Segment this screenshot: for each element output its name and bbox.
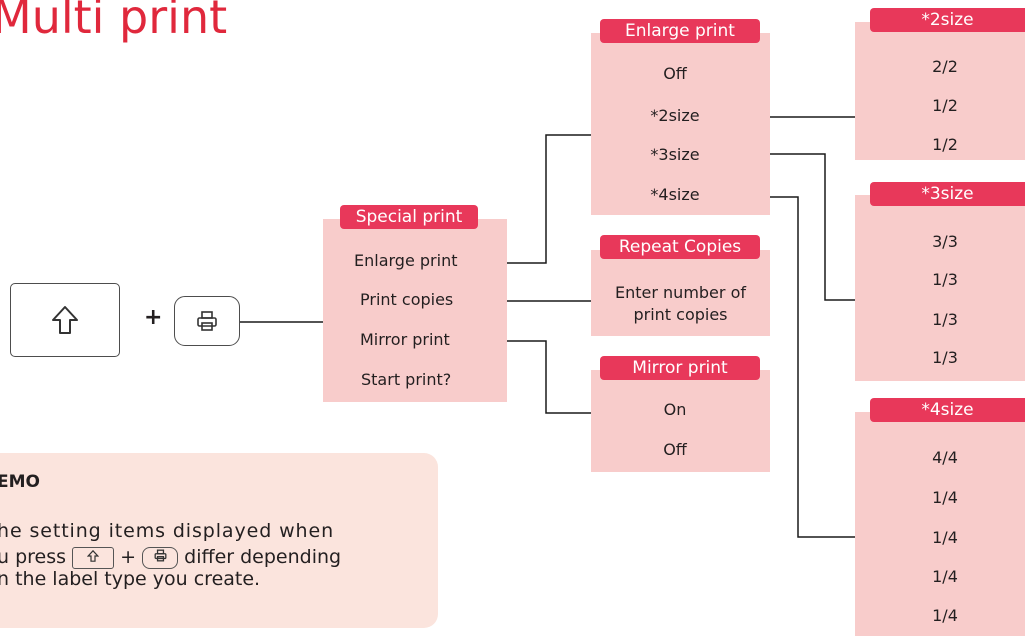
size4-page-5: 1/4 bbox=[932, 606, 958, 625]
size3-page-3: 1/3 bbox=[932, 310, 958, 329]
enlarge-print-panel bbox=[591, 33, 770, 215]
memo-line-1: he setting items displayed when bbox=[0, 520, 335, 542]
size3-header: *3size bbox=[870, 182, 1025, 206]
size2-page-2: 1/2 bbox=[932, 96, 958, 115]
menu-item-print-copies[interactable]: Print copies bbox=[360, 290, 454, 309]
inline-print-key bbox=[142, 546, 179, 569]
size3-page-4: 1/3 bbox=[932, 348, 958, 367]
shift-key[interactable] bbox=[10, 283, 120, 357]
size4-page-3: 1/4 bbox=[932, 528, 958, 547]
size4-header: *4size bbox=[870, 398, 1025, 422]
enlarge-option-3size[interactable]: *3size bbox=[650, 145, 700, 164]
mirror-option-on[interactable]: On bbox=[663, 400, 687, 419]
size4-page-2: 1/4 bbox=[932, 488, 958, 507]
size2-page-1: 2/2 bbox=[932, 57, 958, 76]
enlarge-option-4size[interactable]: *4size bbox=[650, 185, 700, 204]
enlarge-print-header: Enlarge print bbox=[600, 19, 760, 43]
repeat-copies-text-2: print copies bbox=[633, 305, 728, 324]
repeat-copies-text-1: Enter number of bbox=[615, 283, 746, 302]
size3-page-2: 1/3 bbox=[932, 270, 958, 289]
size2-header: *2size bbox=[870, 8, 1025, 32]
mirror-print-panel bbox=[591, 370, 770, 472]
printer-icon bbox=[154, 549, 167, 561]
memo-line-3: n the label type you create. bbox=[0, 568, 261, 590]
menu-item-start-print[interactable]: Start print? bbox=[361, 370, 452, 389]
size3-panel bbox=[855, 195, 1025, 381]
size4-page-4: 1/4 bbox=[932, 567, 958, 586]
enlarge-option-2size[interactable]: *2size bbox=[650, 106, 700, 125]
size3-page-1: 3/3 bbox=[932, 232, 958, 251]
memo-line-2: u press + differ depending bbox=[0, 546, 341, 569]
menu-item-mirror-print[interactable]: Mirror print bbox=[360, 330, 450, 349]
memo-panel bbox=[0, 453, 438, 628]
mirror-print-header: Mirror print bbox=[600, 356, 760, 380]
size2-page-3: 1/2 bbox=[932, 135, 958, 154]
memo-title: EMO bbox=[0, 472, 40, 492]
plus-sign: + bbox=[144, 305, 163, 330]
enlarge-option-off[interactable]: Off bbox=[663, 64, 687, 83]
size4-panel bbox=[855, 412, 1025, 636]
printer-icon bbox=[197, 311, 217, 331]
size4-page-1: 4/4 bbox=[932, 448, 958, 467]
memo-line-2-suffix: differ depending bbox=[184, 546, 342, 568]
inline-shift-key bbox=[72, 546, 115, 569]
size2-panel bbox=[855, 22, 1025, 160]
shift-arrow-icon bbox=[86, 549, 100, 562]
repeat-copies-panel bbox=[591, 250, 770, 336]
special-print-panel bbox=[323, 219, 507, 402]
shift-arrow-icon bbox=[52, 306, 78, 334]
special-print-header: Special print bbox=[340, 205, 478, 229]
memo-line-2-prefix: u press bbox=[0, 546, 67, 568]
menu-item-enlarge-print[interactable]: Enlarge print bbox=[354, 251, 458, 270]
page-title: Multi print bbox=[0, 0, 228, 44]
print-key[interactable] bbox=[174, 296, 240, 346]
mirror-option-off[interactable]: Off bbox=[663, 440, 687, 459]
repeat-copies-header: Repeat Copies bbox=[600, 235, 760, 259]
memo-plus: + bbox=[120, 546, 137, 568]
